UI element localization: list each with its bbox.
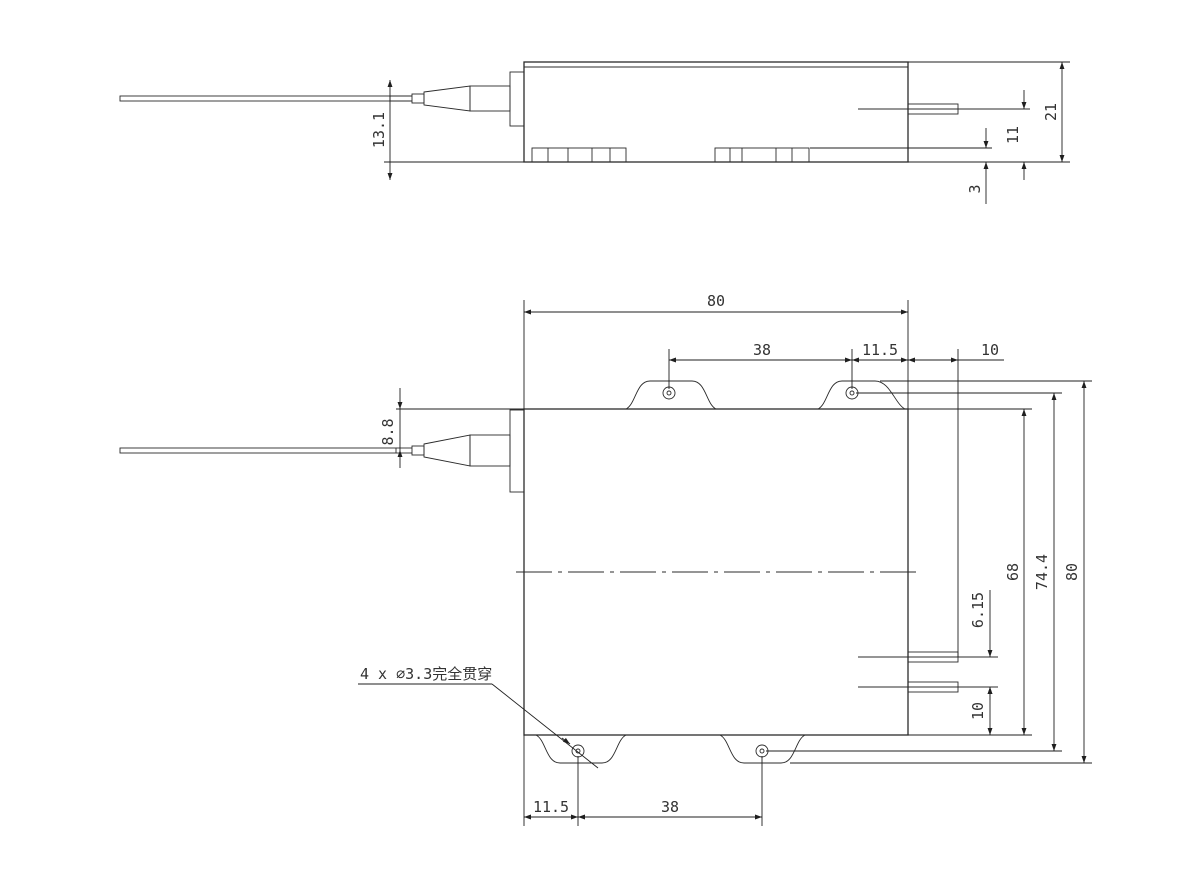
dim-label-hole-offset-top: 11.5 xyxy=(862,341,898,359)
dim-pin-height: 11 xyxy=(1004,90,1027,180)
dim-label-pin-base: 10 xyxy=(969,702,987,720)
hole-callout: 4 x ∅3.3完全贯穿 xyxy=(358,665,599,769)
dim-hole-spacing-bottom: 38 xyxy=(578,756,763,826)
dim-pin-pitch: 6.15 xyxy=(969,590,993,700)
top-fiber xyxy=(119,409,525,493)
dim-overall-width: 80 xyxy=(523,292,909,409)
dim-hole-offset-top: 11.5 xyxy=(852,341,908,363)
mount-ears-bottom xyxy=(535,734,806,764)
dim-fiber-offset: 8.8 xyxy=(379,388,524,468)
dim-label-hole-spacing-bottom: 38 xyxy=(661,798,679,816)
top-view: 80 38 11.5 10 8.8 xyxy=(119,292,1092,826)
dim-base-offset: 3 xyxy=(810,128,992,204)
dim-label-overall-width: 80 xyxy=(707,292,725,310)
dim-label-pin-height: 11 xyxy=(1004,126,1022,144)
side-fiber xyxy=(119,71,525,127)
dim-hole-offset-bottom: 11.5 xyxy=(523,735,579,826)
dim-hole-spacing-top: 38 xyxy=(668,341,853,389)
dim-label-body-height: 68 xyxy=(1004,563,1022,581)
dim-label-hole-spacing-top: 38 xyxy=(753,341,771,359)
side-view: 13.1 21 11 3 xyxy=(119,61,1070,204)
top-body xyxy=(516,408,998,736)
dim-label-base-offset: 3 xyxy=(966,184,984,193)
dim-pin-clearance: 10 xyxy=(908,341,1004,657)
dim-label-hole-offset-bottom: 11.5 xyxy=(533,798,569,816)
dim-label-pin-clearance: 10 xyxy=(981,341,999,359)
dim-hole-span: 74.4 xyxy=(766,392,1062,752)
dim-label-overall-height-side: 21 xyxy=(1042,103,1060,121)
side-body xyxy=(523,61,1030,163)
dim-overall-height-side: 21 xyxy=(908,61,1070,163)
dim-fiber-height-side: 13.1 xyxy=(370,80,524,180)
dim-pin-base: 10 xyxy=(969,687,993,735)
mount-ears-top xyxy=(625,380,906,410)
dim-label-overall-height-top: 80 xyxy=(1063,563,1081,581)
dim-label-hole-span: 74.4 xyxy=(1033,554,1051,590)
dim-overall-height-top: 80 xyxy=(790,380,1092,764)
dim-label-pin-pitch: 6.15 xyxy=(969,592,987,628)
dim-label-fiber-offset: 8.8 xyxy=(379,418,397,445)
dim-label-fiber-height: 13.1 xyxy=(370,112,388,148)
hole-note: 4 x ∅3.3完全贯穿 xyxy=(360,665,492,683)
dim-body-height: 68 xyxy=(908,408,1032,736)
